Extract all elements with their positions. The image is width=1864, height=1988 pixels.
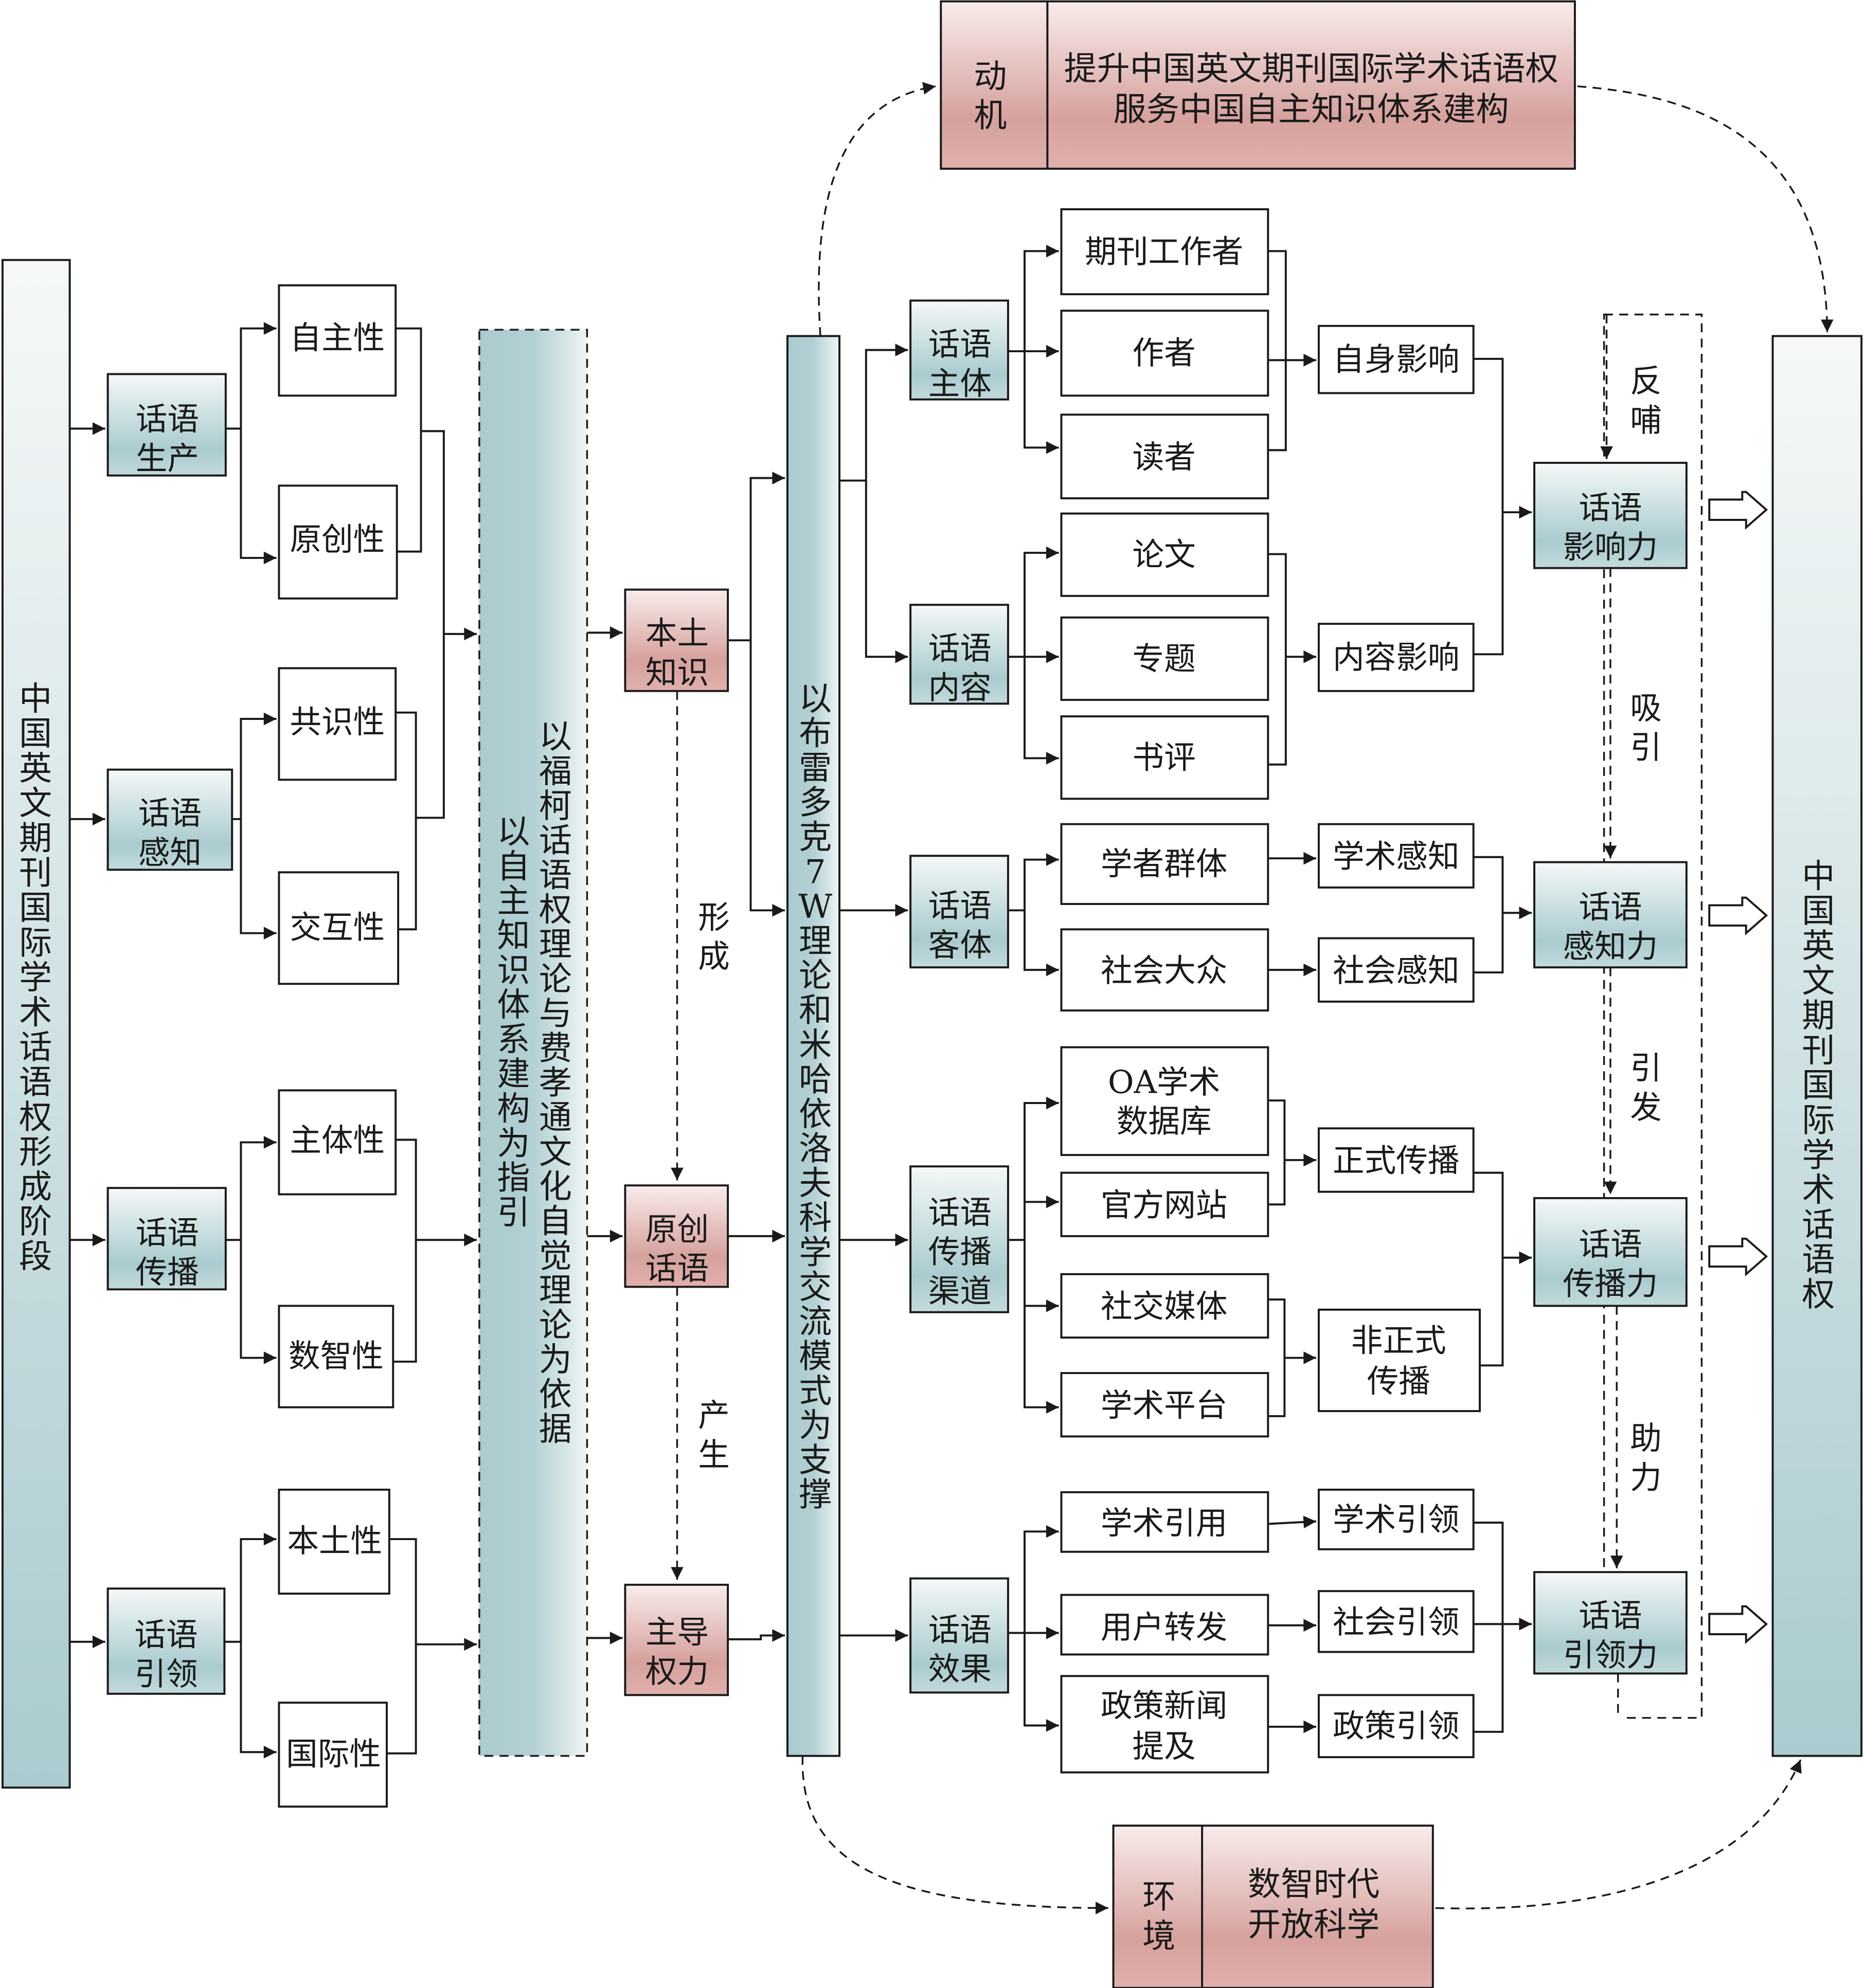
- environment-line2: 开放科学: [1248, 1906, 1379, 1944]
- object-result: 社会感知: [1333, 952, 1460, 989]
- subject-result: 自身影响: [1333, 341, 1460, 378]
- channel-item: 官方网站: [1101, 1186, 1228, 1223]
- hollow-arrow-icon: [1708, 1605, 1768, 1644]
- object-item: 学者群体: [1101, 845, 1228, 882]
- motivation-line1: 提升中国英文期刊国际学术话语权: [1064, 50, 1558, 88]
- trait-interactivity: 交互性: [290, 909, 385, 946]
- element-subject-label: 话语主体: [928, 326, 992, 402]
- element-content-label: 话语内容: [928, 630, 992, 706]
- hollow-arrow-icon: [1708, 1237, 1768, 1277]
- effect-item: 用户转发: [1101, 1609, 1228, 1646]
- formation-stage-bar: 中国英文期刊国际学术话语权形成阶段: [1, 259, 71, 1789]
- element-content: 话语内容 论文 专题 书评 内容影响: [909, 512, 1475, 800]
- link-feedback-label: 反哺: [1630, 363, 1662, 439]
- power-label: 话语传播力: [1563, 1226, 1658, 1302]
- stage-label: 话语传播: [136, 1215, 199, 1291]
- hollow-arrow-icon: [1708, 491, 1768, 530]
- channel-result-informal-line1: 非正式: [1351, 1322, 1446, 1359]
- object-result: 学术感知: [1333, 838, 1460, 875]
- effect-result: 社会引领: [1333, 1604, 1460, 1641]
- stage-label: 话语生产: [136, 401, 199, 477]
- effect-result: 政策引领: [1333, 1708, 1460, 1745]
- environment-box: 环境 数智时代 开放科学: [1112, 1824, 1434, 1988]
- content-item: 专题: [1133, 640, 1196, 677]
- subject-item: 读者: [1133, 439, 1196, 476]
- theory-basis-bar: 以福柯话语权理论与费孝通文化自觉理论为依据 以自主知识体系建构为指引: [478, 329, 588, 1757]
- effect-result: 学术引领: [1333, 1501, 1460, 1538]
- stage-label: 话语引领: [134, 1616, 198, 1692]
- channel-result: 正式传播: [1333, 1142, 1460, 1179]
- dominant-power-label: 主导权力: [646, 1614, 709, 1690]
- environment-line1: 数智时代: [1248, 1866, 1379, 1904]
- trait-internationality: 国际性: [286, 1736, 381, 1773]
- effect-item-policy-line1: 政策新闻: [1101, 1687, 1228, 1724]
- power-influence: 话语影响力: [1533, 314, 1688, 569]
- content-item: 书评: [1133, 739, 1196, 776]
- link-attract-label: 吸引: [1630, 690, 1662, 766]
- element-object-label: 话语客体: [928, 888, 992, 964]
- channel-result-informal-line2: 传播: [1367, 1363, 1430, 1400]
- link-form-label: 形成: [698, 899, 730, 975]
- link-trigger-label: 引发: [1630, 1050, 1662, 1126]
- dominant-power: 主导权力: [624, 1583, 729, 1696]
- discourse-power-label: 中国英文期刊国际学术话语权: [1802, 858, 1835, 1314]
- discourse-power-bar: 中国英文期刊国际学术话语权: [1771, 335, 1863, 1757]
- theory-basis-line1: 以福柯话语权理论与费孝通文化自觉理论为依据: [539, 718, 572, 1449]
- effect-item-policy-line2: 提及: [1133, 1728, 1196, 1765]
- content-result: 内容影响: [1333, 639, 1460, 676]
- effect-item: 学术引用: [1101, 1505, 1228, 1542]
- channel-item-oa-line2: 数据库: [1117, 1103, 1212, 1140]
- motivation-line2: 服务中国自主知识体系建构: [1114, 91, 1509, 129]
- element-effect: 话语效果 学术引用 用户转发 政策新闻 提及 学术引领 社会引领 政策引领: [909, 1488, 1532, 1774]
- motivation-box: 动机 提升中国英文期刊国际学术话语权 服务中国自主知识体系建构: [940, 0, 1576, 170]
- element-channel-label: 话语传播渠道: [928, 1194, 992, 1310]
- channel-item: 社交媒体: [1101, 1288, 1228, 1325]
- object-item: 社会大众: [1101, 952, 1228, 989]
- power-perception: 话语感知力: [1533, 861, 1688, 969]
- channel-item-oa-line1: OA学术: [1108, 1063, 1220, 1100]
- trait-consensus: 共识性: [290, 703, 385, 740]
- content-item: 论文: [1133, 536, 1196, 573]
- channel-item: 学术平台: [1101, 1387, 1228, 1424]
- trait-autonomy: 自主性: [290, 319, 385, 356]
- original-discourse-label: 原创话语: [646, 1210, 709, 1287]
- local-knowledge: 本土知识: [624, 588, 729, 692]
- power-label: 话语感知力: [1563, 889, 1658, 965]
- environment-tag: 环境: [1142, 1878, 1175, 1955]
- stage-perception: 话语感知 共识性 交互性: [69, 667, 417, 985]
- trait-localness: 本土性: [287, 1523, 382, 1560]
- power-label: 话语引领力: [1563, 1597, 1658, 1673]
- element-effect-label: 话语效果: [928, 1611, 992, 1687]
- power-dissemination: 话语传播力: [1533, 1197, 1688, 1307]
- link-produce-label: 产生: [698, 1397, 730, 1473]
- element-object: 话语客体 学者群体 社会大众 学术感知 社会感知: [909, 823, 1532, 1012]
- link-assist-label: 助力: [1630, 1420, 1662, 1496]
- element-subject: 话语主体 期刊工作者 作者 读者 自身影响: [909, 208, 1475, 500]
- motivation-tag: 动机: [974, 58, 1007, 135]
- formation-stage-label: 中国英文期刊国际学术话语权形成阶段: [19, 680, 52, 1276]
- power-label: 话语影响力: [1563, 490, 1658, 566]
- theory-guidance-line2: 以自主知识体系建构为指引: [497, 814, 530, 1232]
- subject-item: 期刊工作者: [1085, 233, 1243, 270]
- stage-dissemination: 话语传播 主体性 数智性: [69, 1089, 477, 1408]
- original-discourse: 原创话语: [624, 1184, 729, 1288]
- trait-digital-intelligence: 数智性: [289, 1338, 384, 1375]
- stage-label: 话语感知: [138, 795, 202, 871]
- stage-production: 话语生产 自主性 原创性: [69, 284, 422, 600]
- trait-subjectivity: 主体性: [290, 1122, 385, 1159]
- feedback-loop-frame: [1603, 313, 1703, 1719]
- hollow-arrow-icon: [1708, 896, 1768, 936]
- trait-originality: 原创性: [290, 521, 385, 558]
- element-channel: 话语传播渠道 OA学术 数据库 官方网站 社交媒体 学术平台 正式传播 非正式 …: [909, 1046, 1532, 1438]
- local-knowledge-label: 本土知识: [646, 615, 709, 691]
- subject-item: 作者: [1133, 335, 1196, 372]
- stage-leadership: 话语引领 本土性 国际性: [69, 1488, 477, 1808]
- power-leadership: 话语引领力: [1533, 1571, 1688, 1675]
